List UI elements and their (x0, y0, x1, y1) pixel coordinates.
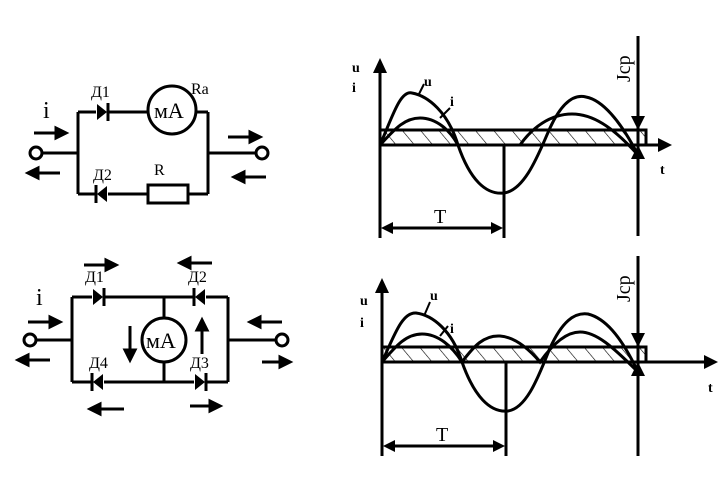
bridge-d2-label: Д2 (188, 269, 207, 286)
bridge-circuit (22, 295, 290, 384)
bridge-d3-label: Д3 (190, 355, 209, 372)
current-label-1: i (43, 98, 50, 124)
bridge-input-terminal (22, 332, 38, 348)
average-current-band-2 (380, 345, 648, 364)
voltage-label-1: u (424, 75, 432, 90)
bridge-d1-label: Д1 (85, 269, 104, 286)
current-label-2: i (36, 285, 43, 311)
average-current-band-1 (378, 128, 648, 147)
milliammeter (146, 84, 198, 136)
diode-d2-symbol (94, 185, 107, 203)
bridge-milliammeter (140, 316, 188, 364)
average-current-label-1: Jср (613, 55, 635, 82)
current-curve-label-2: i (450, 322, 454, 337)
current-arrows-1 (24, 125, 266, 185)
bridge-milliammeter-label: мА (146, 328, 176, 353)
diode-bridge-d2 (192, 288, 205, 306)
diode-d2-label: Д2 (93, 167, 112, 184)
time-label-2: t (708, 381, 713, 396)
input-terminal (28, 145, 44, 161)
period-label-2: T (436, 424, 448, 446)
average-current-label-2: Jср (613, 275, 635, 302)
full-wave-graph (375, 256, 718, 456)
diode-bridge-d1 (93, 288, 106, 306)
half-wave-circuit (28, 110, 270, 196)
output-terminal (254, 145, 270, 161)
bridge-d4-label: Д4 (89, 355, 108, 372)
axis-u-label-2: u (360, 294, 368, 309)
milliammeter-label: мА (154, 98, 184, 123)
period-label-1: T (434, 206, 446, 228)
bridge-output-terminal (274, 332, 290, 348)
axis-i-label-2: i (360, 316, 364, 331)
current-curve-label-1: i (450, 95, 454, 110)
resistor-label: R (154, 162, 165, 179)
time-label-1: t (660, 163, 665, 178)
resistor (146, 183, 190, 205)
axis-u-label-1: u (352, 61, 360, 76)
current-arrows-2 (14, 255, 294, 417)
axis-i-label-1: i (352, 81, 356, 96)
diode-bridge-d4 (90, 373, 103, 391)
voltage-label-2: u (430, 289, 438, 304)
diode-bridge-d3 (195, 373, 208, 391)
voltage-curve-2 (380, 311, 640, 413)
current-curve-2 (380, 330, 640, 374)
diode-d1-label: Д1 (91, 84, 110, 101)
half-wave-graph (373, 36, 672, 238)
meter-resistance-label: Ra (191, 81, 209, 98)
diode-d1-symbol (97, 103, 110, 121)
current-curve-1 (378, 112, 640, 157)
